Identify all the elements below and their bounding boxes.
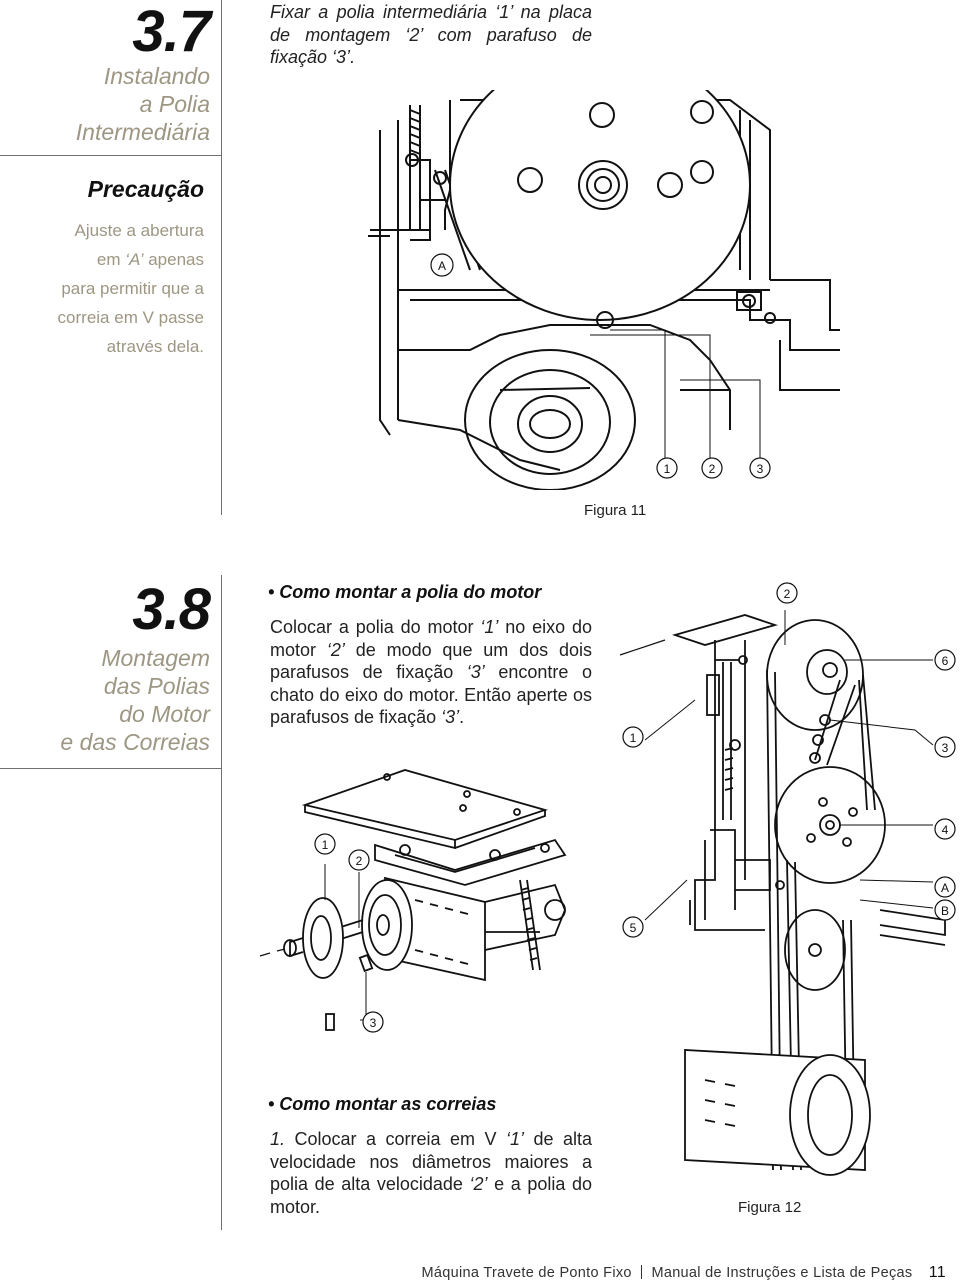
sidebar-divider-37 <box>0 155 222 156</box>
figure-12-caption: Figura 12 <box>738 1199 802 1216</box>
text-run: de alta velocidade nos diâmetros maiores… <box>270 1129 593 1194</box>
text-run: no eixo do motor <box>270 617 592 660</box>
motor-pulley-drawing: 1 2 3 <box>259 769 567 1033</box>
text-run: na placa de montagem <box>270 2 592 45</box>
section-number-37: 3.7 <box>132 0 211 64</box>
motor-callout-3: 3 <box>370 1016 377 1030</box>
text-run: ‘2’ <box>469 1174 488 1194</box>
footer-left: Máquina Travete de Ponto Fixo <box>421 1265 632 1281</box>
text-run: de modo que um dos dois parafusos de fix… <box>270 639 593 683</box>
figure-11-caption: Figura 11 <box>584 502 647 519</box>
sidebar-rule-38 <box>221 575 222 1230</box>
motor-callout-1: 1 <box>322 838 329 852</box>
page-number: 11 <box>928 1264 946 1281</box>
text-run: Fixar a polia intermediária <box>270 2 496 22</box>
section-number-38: 3.8 <box>132 577 211 642</box>
caution-line: correia em V passe <box>10 303 204 332</box>
footer-right: Manual de Instruções e Lista de Peças <box>651 1265 913 1281</box>
text-run: com parafuso de fixação <box>270 24 592 68</box>
text-run: em <box>96 250 126 269</box>
text-run: ‘2’ <box>326 639 345 660</box>
footer: Máquina Travete de Ponto Fixo Manual de … <box>422 1264 946 1282</box>
belt-callout-2: 2 <box>784 587 791 601</box>
belt-callout-5: 5 <box>630 921 637 935</box>
callout-a: A <box>438 259 446 273</box>
caution-line: através dela. <box>10 332 204 361</box>
section-title-line: das Polias <box>103 673 210 699</box>
caution-title: Precaução <box>87 176 204 202</box>
belt-callout-4: 4 <box>942 823 949 837</box>
text-run: Ajuste a abertura <box>74 221 204 240</box>
callout-1: 1 <box>664 462 671 476</box>
caution-line: para permitir que a <box>10 274 204 303</box>
instruction-37: Fixar a polia intermediária ‘1’ na placa… <box>270 1 592 69</box>
text-run: Colocar a polia do motor <box>270 617 481 637</box>
footer-separator <box>641 1265 643 1279</box>
section-title-line: Instalando <box>103 63 210 89</box>
motor-callout-2: 2 <box>356 854 363 868</box>
belt-callout-3: 3 <box>942 741 949 755</box>
text-run: . <box>459 707 465 727</box>
motor-pulley-text: Colocar a polia do motor ‘1’ no eixo do … <box>270 616 592 729</box>
belt-callout-a: A <box>941 881 949 895</box>
section-title-line: Montagem <box>101 645 210 671</box>
text-run: Colocar a correia em V <box>285 1129 506 1149</box>
text-run: ‘A’ <box>125 250 144 269</box>
section-title-line: Intermediária <box>75 119 210 145</box>
text-run: correia em V passe <box>57 308 204 327</box>
text-run: ‘3’ <box>466 662 485 682</box>
text-run: 1. <box>270 1129 286 1149</box>
text-run: ‘3’ <box>332 47 351 67</box>
section-title-line: do Motor <box>119 701 210 727</box>
text-run: ‘1’ <box>495 2 513 22</box>
section-title-38: Montagem das Polias do Motor e das Corre… <box>10 644 210 756</box>
text-run: encontre o chato do eixo do motor. Então… <box>270 662 592 727</box>
text-run: ‘3’ <box>441 707 460 727</box>
belt-figure-drawing: 2 6 1 3 4 A B 5 <box>619 582 956 1176</box>
callout-2: 2 <box>709 462 716 476</box>
text-run: apenas <box>143 250 204 269</box>
sidebar-divider-38 <box>0 768 222 769</box>
belts-text: 1. Colocar a correia em V ‘1’ de alta ve… <box>270 1128 592 1218</box>
section-title-line: a Polia <box>139 91 210 117</box>
text-run: . <box>350 47 356 67</box>
text-run: para permitir que a <box>61 279 204 298</box>
belt-callout-6: 6 <box>942 654 949 668</box>
motor-pulley-heading: • Como montar a polia do motor <box>268 582 542 602</box>
text-run: e a polia do motor. <box>270 1174 593 1217</box>
section-title-line: e das Correias <box>60 729 210 755</box>
caution-line: Ajuste a abertura <box>10 216 204 245</box>
text-run: ‘1’ <box>505 1129 524 1149</box>
figure-11-drawing: A 1 2 3 <box>368 90 840 490</box>
text-run: ‘1’ <box>480 617 499 637</box>
belt-callout-1: 1 <box>630 731 637 745</box>
callout-3: 3 <box>757 462 764 476</box>
caution-text: Ajuste a abertura em ‘A’ apenas para per… <box>10 216 204 361</box>
section-title-37: Instalando a Polia Intermediária <box>10 62 210 146</box>
sidebar-rule-37 <box>221 0 222 515</box>
text-run: através dela. <box>106 337 204 356</box>
belts-heading: • Como montar as correias <box>268 1094 497 1114</box>
caution-line: em ‘A’ apenas <box>10 245 204 274</box>
text-run: ‘2’ <box>405 24 423 45</box>
belt-callout-b: B <box>941 904 949 918</box>
